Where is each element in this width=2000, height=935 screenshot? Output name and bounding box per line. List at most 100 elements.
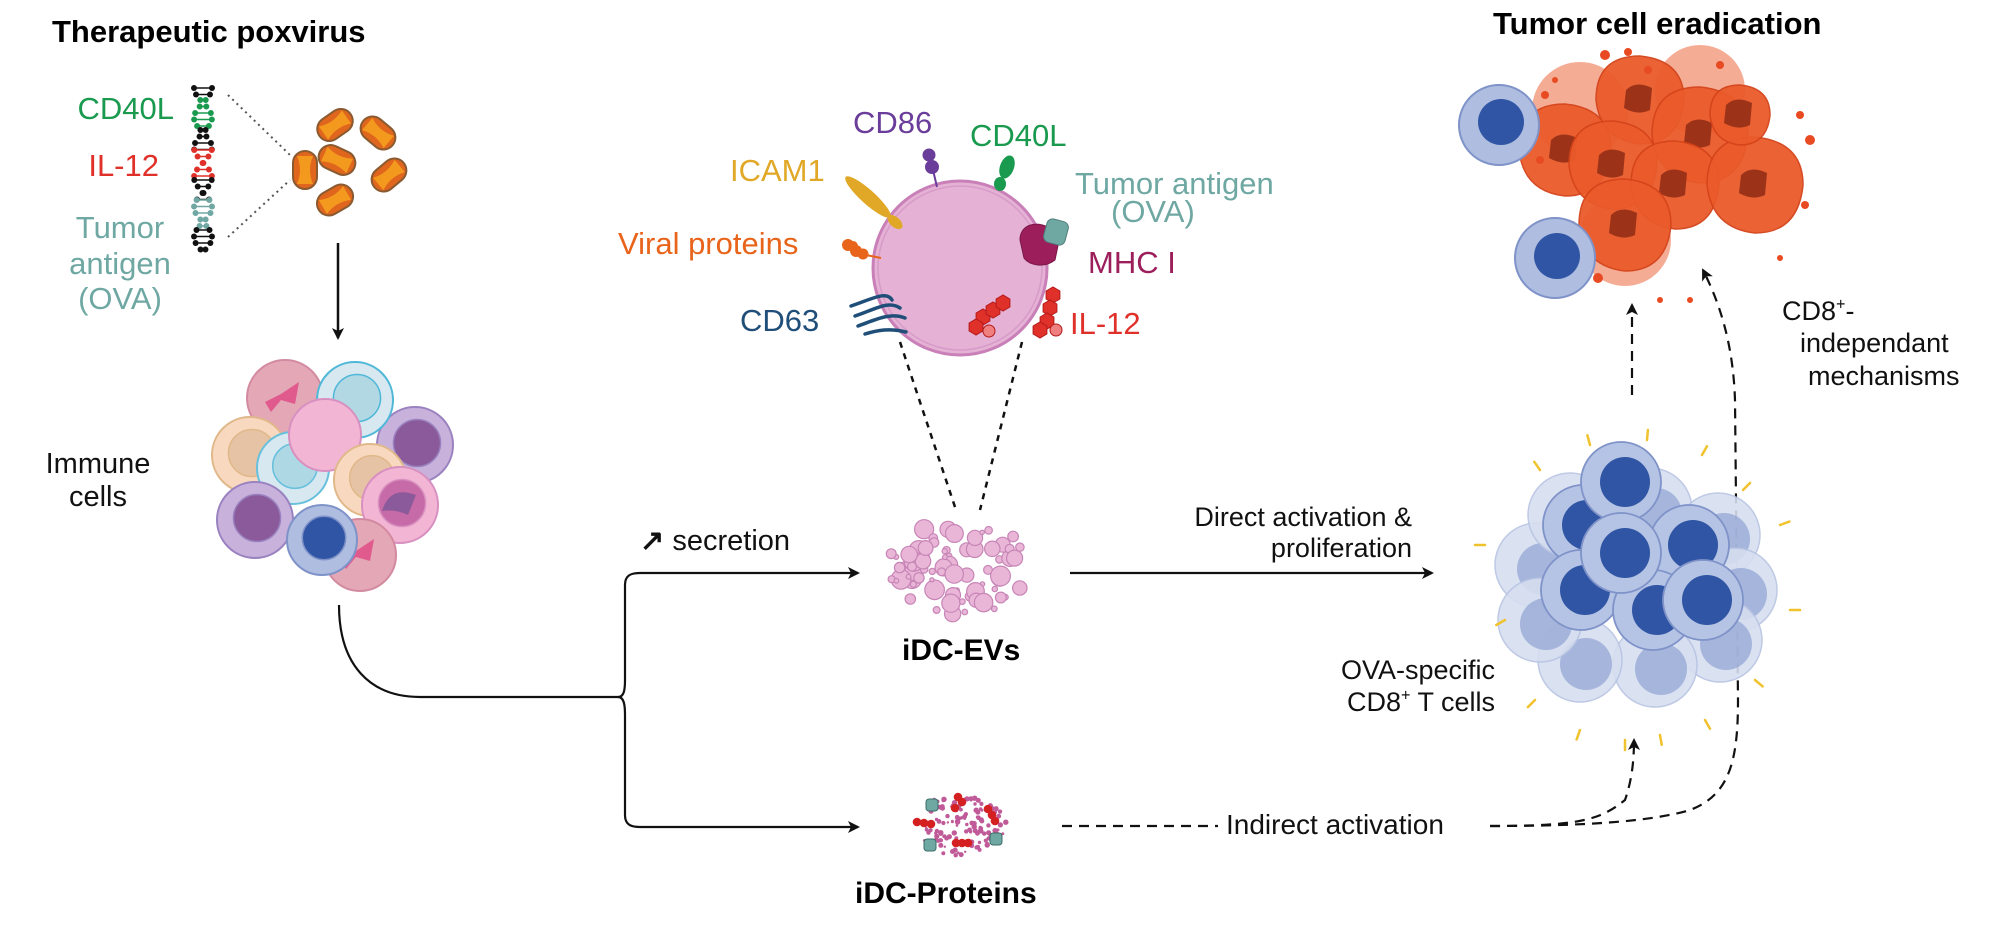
direct-activation-line1: Direct activation &: [1194, 502, 1412, 532]
ev-particle-icon: [929, 577, 935, 583]
protein-dot-icon: [946, 821, 950, 824]
antigen-protein-icon: [923, 838, 937, 852]
immune-cells-label: Immune cells: [42, 448, 154, 515]
protein-dot-icon: [938, 842, 944, 848]
tumor-debris-icon: [1541, 91, 1549, 99]
marker-label-tumor-antigen-line1: Tumor antigen: [1075, 166, 1274, 201]
tumor-cells-icon: [1518, 45, 1815, 303]
ev-particle-icon: [941, 554, 948, 561]
ev-particle-icon: [905, 573, 912, 580]
poxvirus-particle-icon: [359, 115, 397, 151]
ev-particle-icon: [994, 591, 1007, 604]
ev-particle-icon: [961, 608, 969, 616]
cd8-independent-line1: CD8+-: [1782, 295, 1855, 326]
poxvirus-particle-icon: [316, 107, 354, 143]
protein-dot-icon: [956, 851, 960, 855]
il12-protein-icon: [951, 838, 961, 848]
tumor-debris-icon: [1536, 156, 1544, 164]
ev-particle-icon: [904, 593, 917, 605]
ev-particle-icon: [944, 523, 964, 543]
protein-dot-icon: [938, 831, 943, 836]
cd8-t-cell-cluster-icon: [1473, 428, 1802, 752]
protein-dot-icon: [996, 813, 1002, 819]
protein-dot-icon: [971, 824, 977, 830]
ev-particle-icon: [941, 593, 961, 613]
icam1-marker-icon: [845, 176, 903, 230]
direct-activation-line2: proliferation: [1270, 533, 1412, 564]
ev-cluster-icon: [885, 519, 1028, 623]
tumor-cell-icon: [1706, 136, 1804, 234]
ev-particle-icon: [984, 525, 993, 535]
cd86-marker-icon: [922, 148, 939, 188]
protein-dot-icon: [950, 820, 954, 824]
protein-dot-icon: [955, 824, 959, 827]
poxvirus-particle-icon: [317, 144, 357, 176]
marker-label-mhc1: MHC I: [1088, 245, 1176, 280]
secretion-text: secretion: [672, 525, 791, 557]
direct-activation-label: Direct activation & proliferation: [1110, 502, 1412, 564]
marker-label-icam1: ICAM1: [730, 153, 825, 188]
tumor-debris-icon: [1716, 61, 1724, 69]
protein-dot-icon: [969, 798, 973, 802]
cd8-independent-label: CD8+- independant mechanisms: [1782, 295, 1960, 392]
gene-label-tumor-antigen: Tumor antigen (OVA): [55, 210, 185, 317]
protein-dot-icon: [946, 834, 953, 840]
protein-dot-icon: [978, 825, 983, 830]
ev-particle-icon: [924, 579, 945, 601]
ev-particle-icon: [932, 605, 941, 614]
killer-t-cell-icon: [1458, 84, 1596, 299]
protein-dot-icon: [962, 814, 968, 819]
poxvirus-particle-icon: [370, 157, 408, 193]
ev-particle-icon: [979, 529, 986, 536]
marker-label-viral-proteins: Viral proteins: [618, 226, 799, 261]
tumor-debris-icon: [1777, 255, 1783, 261]
immune-cells-label-line1: Immune: [45, 448, 151, 480]
tumor-debris-icon: [1796, 111, 1804, 119]
cd8-independent-line3: mechanisms: [1808, 360, 1960, 391]
tumor-debris-icon: [1801, 201, 1809, 209]
gene-label-il12: IL-12: [88, 148, 159, 183]
protein-dot-icon: [972, 828, 978, 834]
protein-dot-icon: [953, 853, 958, 858]
idc-proteins-label: iDC-Proteins: [855, 877, 1037, 910]
cd63-marker-icon: [849, 294, 908, 336]
protein-dot-icon: [936, 819, 942, 824]
protein-dot-icon: [997, 822, 1004, 828]
ev-particle-icon: [941, 548, 948, 555]
ev-particle-icon: [973, 592, 994, 613]
ev-particle-icon: [944, 564, 964, 584]
protein-dot-icon: [941, 798, 946, 803]
mhc1-marker-icon: [1019, 218, 1069, 266]
protein-dot-icon: [968, 830, 973, 834]
il12-protein-icon: [950, 803, 960, 813]
protein-dot-icon: [982, 831, 987, 836]
marker-label-cd40l: CD40L: [970, 118, 1067, 153]
protein-dot-icon: [978, 807, 983, 811]
il12-marker-icon: [968, 286, 1063, 339]
tumor-debris-icon: [1805, 135, 1815, 145]
indirect-activation-arrows: [1062, 268, 1740, 828]
marker-label-tumor-antigen: Tumor antigen (OVA): [1075, 166, 1274, 229]
ev-particle-icon: [1005, 549, 1024, 567]
protein-dot-icon: [924, 827, 929, 832]
gene-label-tumor-antigen-line2: antigen: [69, 245, 171, 281]
ev-particle-icon: [913, 519, 935, 540]
ev-particle-icon: [989, 565, 1011, 587]
protein-dot-icon: [1003, 819, 1009, 825]
tumor-debris-icon: [1624, 48, 1632, 56]
ev-particle-icon: [1007, 530, 1019, 543]
ev-particle-icon: [893, 561, 906, 574]
immune-cell-icon: [286, 504, 358, 576]
vesicle-zoom-dashed-lines: [898, 341, 1024, 511]
protein-dot-icon: [959, 807, 963, 812]
protein-dot-icon: [940, 805, 945, 811]
marker-label-cd63: CD63: [740, 303, 820, 338]
ev-particle-icon: [913, 572, 925, 584]
immune-cell-icon: [288, 398, 362, 472]
marker-label-tumor-antigen-line2: (OVA): [1111, 193, 1195, 229]
ev-particle-icon: [966, 529, 984, 547]
ev-particle-icon: [909, 580, 917, 588]
immune-cell-icon: [361, 466, 439, 544]
protein-cluster-icon: [912, 792, 1009, 858]
